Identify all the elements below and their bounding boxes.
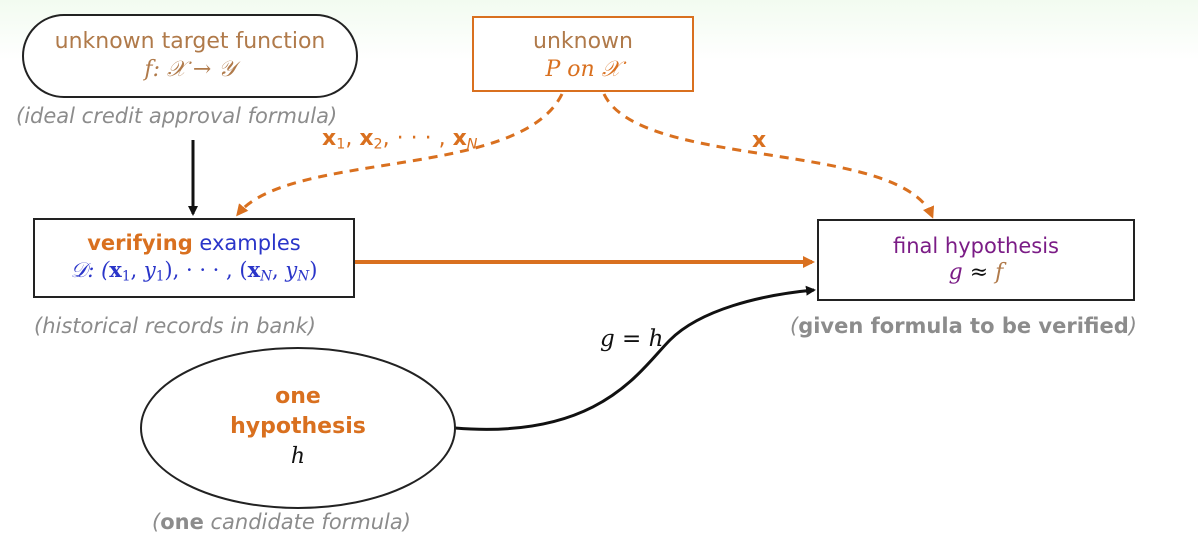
final-caption-bold: given formula to be verified bbox=[798, 314, 1129, 338]
target-function-title: unknown target function bbox=[54, 29, 326, 54]
formula-middle: ), · · · , ( bbox=[164, 258, 248, 282]
verifying-word: verifying bbox=[87, 231, 193, 255]
formula-yN: y bbox=[285, 258, 298, 282]
target-function-formula: f: 𝒳 → 𝒴 bbox=[144, 57, 236, 82]
hypothesis-ellipse bbox=[140, 347, 456, 509]
formula-prefix: 𝒟: ( bbox=[70, 258, 110, 282]
hypothesis-symbol: h bbox=[290, 444, 306, 469]
formula-yN-sub: N bbox=[297, 268, 310, 285]
hypothesis-caption: (one candidate formula) bbox=[152, 510, 411, 534]
final-hypothesis-formula: g ≈ f bbox=[819, 259, 1133, 287]
final-hypothesis-box: final hypothesis g ≈ f bbox=[817, 219, 1135, 301]
target-function-box: unknown target function f: 𝒳 → 𝒴 bbox=[22, 14, 358, 98]
distribution-title: unknown bbox=[533, 29, 633, 54]
edge-label-g-equals-h: g = h bbox=[600, 326, 664, 352]
x-label: x bbox=[752, 128, 767, 153]
formula-close: ) bbox=[309, 258, 318, 282]
verifying-caption: (historical records in bank) bbox=[34, 314, 316, 338]
formula-x1: x bbox=[109, 257, 122, 282]
samples-x1-sub: 1 bbox=[336, 136, 346, 153]
formula-comma2: , bbox=[272, 258, 286, 282]
samples-x1: x bbox=[322, 126, 337, 151]
formula-y1-sub: 1 bbox=[155, 268, 165, 285]
hypothesis-word-one: one bbox=[275, 384, 321, 409]
target-function-caption: (ideal credit approval formula) bbox=[16, 104, 338, 128]
formula-xN-sub: N bbox=[260, 268, 273, 285]
samples-comma: , bbox=[345, 126, 353, 151]
hypothesis-text: one hypothesis h bbox=[141, 382, 455, 472]
formula-x1-sub: 1 bbox=[121, 268, 131, 285]
samples-xN-sub: N bbox=[466, 136, 478, 153]
verifying-title: verifying examples bbox=[35, 220, 353, 256]
final-caption: (given formula to be verified) bbox=[790, 314, 1137, 338]
samples-x2-sub: 2 bbox=[373, 136, 383, 153]
arrow-distribution-to-final bbox=[602, 93, 935, 219]
hypothesis-caption-bold: one bbox=[160, 510, 204, 534]
verifying-formula: 𝒟: (x1, y1), · · · , (xN, yN) bbox=[35, 256, 353, 290]
verifying-examples-box: verifying examples 𝒟: (x1, y1), · · · , … bbox=[33, 218, 355, 298]
hypothesis-caption-open: ( bbox=[152, 510, 161, 534]
formula-xN: x bbox=[247, 257, 261, 282]
formula-comma1: , bbox=[130, 258, 144, 282]
final-caption-close: ) bbox=[1128, 314, 1137, 338]
arrow-distribution-to-verifying bbox=[236, 93, 564, 217]
samples-x2: x bbox=[359, 126, 374, 151]
hypothesis-caption-rest: candidate formula) bbox=[203, 510, 411, 534]
samples-label: x1, x2, · · · , xN bbox=[322, 126, 477, 153]
distribution-formula: P on 𝒳 bbox=[545, 57, 621, 82]
final-f: f bbox=[995, 260, 1004, 285]
samples-xN: x bbox=[452, 126, 467, 151]
final-g: g bbox=[948, 260, 963, 285]
distribution-box: unknown P on 𝒳 bbox=[472, 16, 694, 92]
final-approx: ≈ bbox=[962, 260, 996, 285]
final-caption-open: ( bbox=[790, 314, 799, 338]
samples-dots: , · · · , bbox=[382, 126, 446, 151]
examples-word: examples bbox=[199, 231, 301, 255]
final-hypothesis-title: final hypothesis bbox=[892, 234, 1059, 258]
hypothesis-word-hypothesis: hypothesis bbox=[230, 414, 366, 439]
formula-y1: y bbox=[143, 258, 156, 282]
arrow-hypothesis-to-final bbox=[454, 285, 816, 431]
